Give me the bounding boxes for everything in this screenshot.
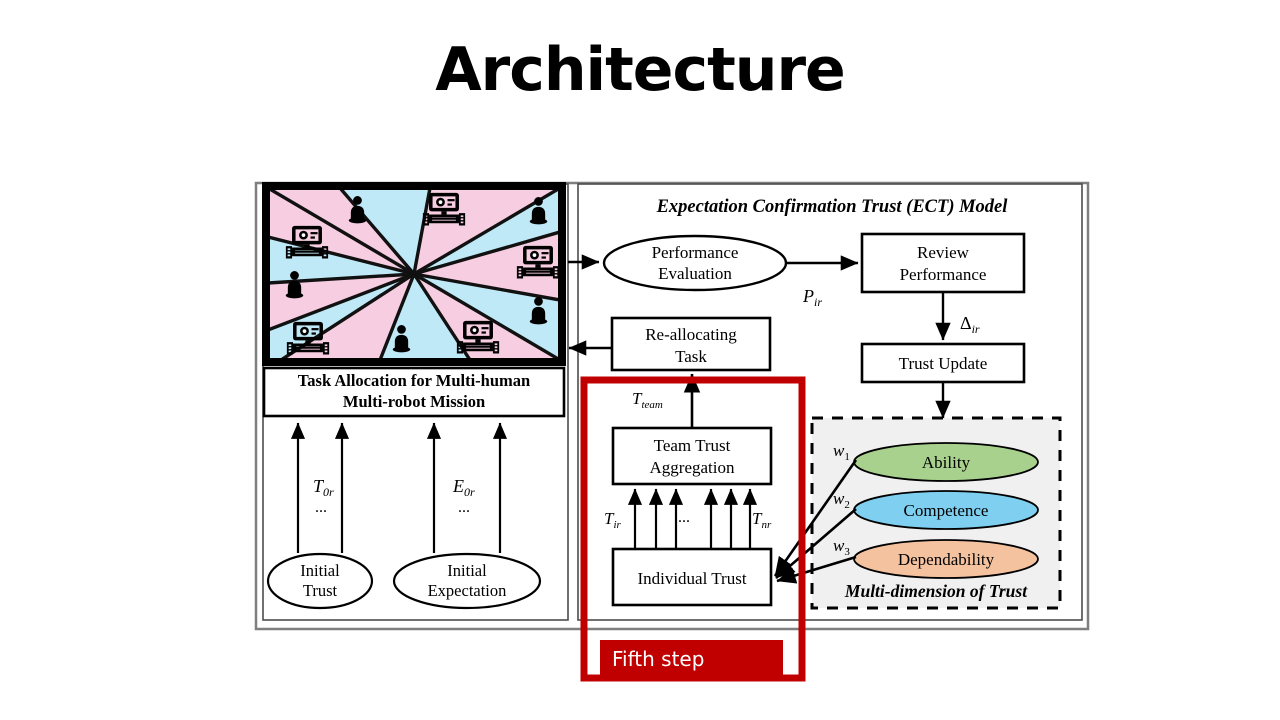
ect-model-title: Expectation Confirmation Trust (ECT) Mod… [656, 197, 1009, 217]
performance-evaluation-line2: Evaluation [658, 264, 732, 283]
weight-w1-base: w [833, 441, 845, 460]
fifth-step-highlight-box [580, 376, 806, 682]
edge-label-Pir: Pir [802, 286, 822, 309]
reallocating-task-line2: Task [675, 347, 707, 366]
weight-label-w2: w2 [833, 489, 850, 511]
trust-update-label: Trust Update [899, 354, 988, 373]
dimension-dependability-label: Dependability [898, 550, 995, 569]
label-E0r-sub: 0r [464, 485, 475, 499]
label-T0r-dots: ... [315, 499, 327, 516]
team-trust-line1: Team Trust [654, 436, 731, 455]
edge-delta-sub: ir [972, 322, 980, 336]
initial-trust-label-line2: Trust [303, 581, 338, 600]
label-T0r: T0r ... [313, 476, 334, 516]
edge-Tnr-sub: nr [761, 519, 772, 531]
initial-expectation-label-line2: Expectation [428, 581, 507, 600]
svg-text:T0r: T0r [313, 476, 334, 499]
weight-w2-base: w [833, 489, 845, 508]
dimension-dependability-node [853, 539, 1039, 579]
initial-value-arrows [290, 422, 508, 553]
weight-w3-base: w [833, 536, 845, 555]
edge-Tteam-base: T [632, 389, 643, 408]
weight-label-w3: w3 [833, 536, 850, 558]
edge-Tir-sub: ir [613, 519, 621, 531]
edges-individual-to-team [627, 488, 758, 549]
left-panel-caption-box [262, 366, 566, 418]
edge-Pir-sub: ir [814, 295, 822, 309]
initial-expectation-label-line1: Initial [447, 561, 487, 580]
initial-trust-node [266, 552, 374, 610]
edge-delta-base: Δ [960, 313, 972, 333]
edge-Pir-base: P [802, 286, 814, 306]
edge-Tteam-sub: team [641, 399, 662, 411]
initial-trust-label-line1: Initial [300, 561, 340, 580]
label-E0r: E0r ... [452, 476, 475, 516]
label-E0r-dots: ... [458, 499, 470, 516]
reallocating-task-line1: Re-allocating [645, 325, 737, 344]
performance-evaluation-line1: Performance [652, 243, 739, 262]
dimension-weight-edges [773, 459, 858, 584]
initial-expectation-node [392, 552, 542, 610]
review-performance-line2: Performance [900, 265, 987, 284]
left-panel-caption-line2: Multi-robot Mission [343, 392, 485, 411]
fifth-step-banner [600, 640, 783, 676]
label-T0r-base: T [313, 476, 325, 496]
edge-label-Tteam: Tteam [632, 389, 663, 411]
edge-label-Tnr: Tnr [752, 509, 772, 531]
individual-trust-label: Individual Trust [637, 569, 746, 588]
edge-Tir-base: T [604, 509, 615, 528]
team-trust-line2: Aggregation [650, 458, 735, 477]
dimension-competence-label: Competence [904, 501, 989, 520]
weight-w1-sub: 1 [844, 451, 850, 463]
edge-label-delta-ir: Δir [960, 313, 980, 336]
left-panel-caption-line1: Task Allocation for Multi-human [298, 371, 530, 390]
fifth-step-label: Fifth step [612, 647, 704, 671]
label-T0r-sub: 0r [323, 485, 334, 499]
team-trust-aggregation-node [611, 426, 773, 486]
trust-update-node [860, 342, 1026, 384]
multi-dimension-caption: Multi-dimension of Trust [844, 581, 1028, 601]
label-E0r-base: E [452, 476, 464, 496]
edge-Tnr-base: T [752, 509, 763, 528]
individual-trust-node [611, 547, 773, 607]
task-allocation-scene [270, 190, 558, 358]
page-title: Architecture [435, 35, 846, 105]
dimension-ability-label: Ability [922, 453, 971, 472]
weight-label-w1: w1 [833, 441, 850, 463]
edge-label-dots: ... [678, 509, 690, 526]
svg-text:E0r: E0r [452, 476, 475, 499]
edge-label-Tir: Tir [604, 509, 622, 531]
reallocating-task-node [610, 316, 772, 372]
review-performance-node [860, 232, 1026, 294]
scene-border [262, 182, 566, 366]
review-performance-line1: Review [917, 243, 970, 262]
weight-w3-sub: 3 [844, 546, 850, 558]
weight-w2-sub: 2 [844, 499, 850, 511]
